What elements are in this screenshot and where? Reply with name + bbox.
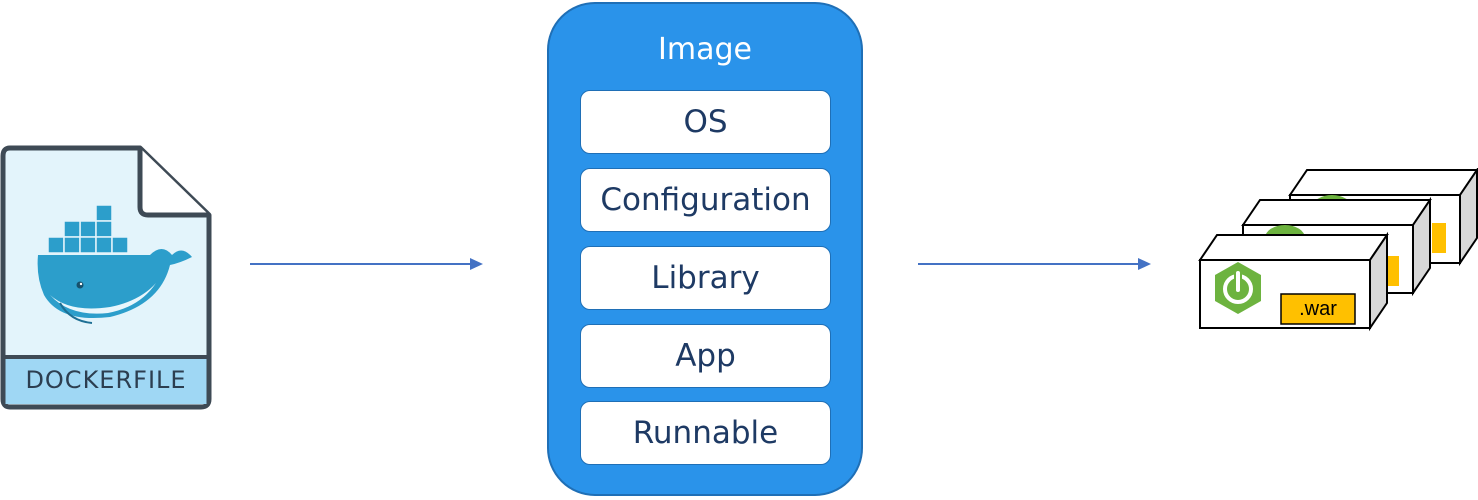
war-artifact [1280, 293, 1356, 325]
containers-graphic [1198, 166, 1478, 332]
layer-app: App [580, 324, 831, 388]
container-stack: .war [1195, 166, 1478, 333]
layer-os: OS [580, 90, 831, 154]
dockerfile-icon: DOCKERFILE [0, 145, 212, 410]
arrow-to-image [250, 255, 485, 273]
image-title: Image [658, 32, 752, 67]
layer-library: Library [580, 246, 831, 310]
arrow-to-containers [918, 255, 1153, 273]
war-label: .war [1299, 297, 1337, 320]
image-panel: Image OS Configuration Library App Runna… [547, 2, 863, 496]
dockerfile-label: DOCKERFILE [25, 366, 187, 394]
layer-configuration: Configuration [580, 168, 831, 232]
layer-runnable: Runnable [580, 401, 831, 465]
container-front [1198, 231, 1389, 332]
